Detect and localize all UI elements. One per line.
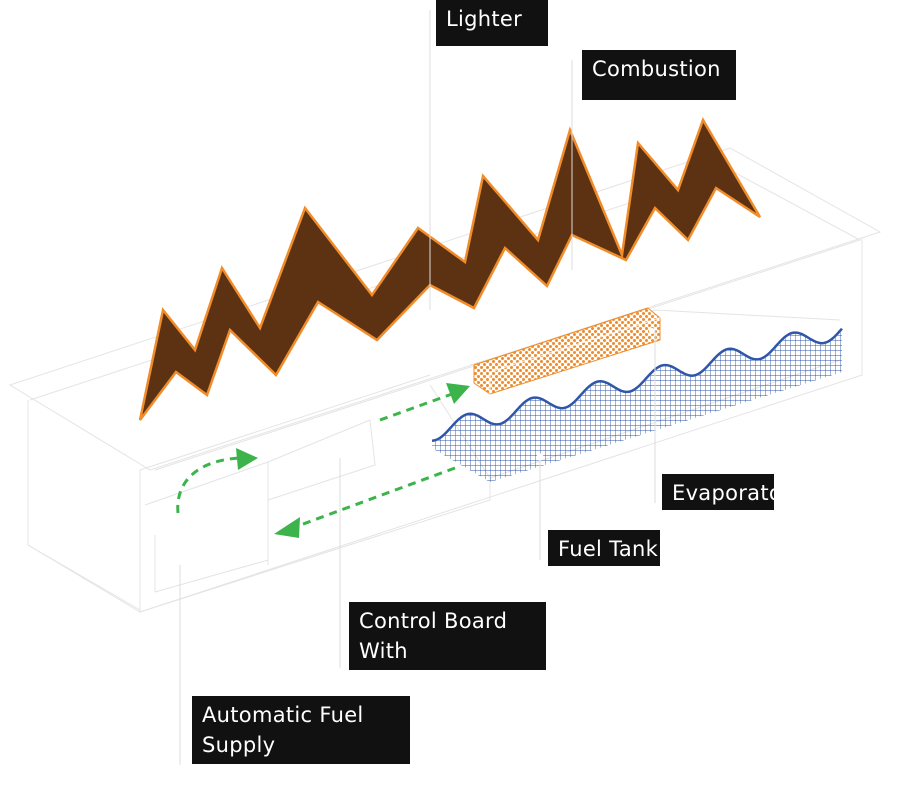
leader-lines <box>179 10 656 765</box>
label-fuel-tank: Fuel Tank <box>548 530 660 566</box>
flow-arrows <box>176 392 456 529</box>
label-evaporator: Evaporator <box>662 474 774 510</box>
label-lighter: Lighter <box>436 0 548 46</box>
label-control-board: Control Board With Microcontroller <box>349 602 546 670</box>
arrowhead-icon <box>446 383 470 404</box>
flame-zigzag-icon <box>138 117 762 421</box>
fuel-liquid <box>431 327 843 482</box>
dashed-arrow-icon <box>294 466 456 529</box>
label-combustion: Combustion <box>582 50 736 100</box>
label-fuel-supply: Automatic Fuel Supply System <box>192 696 410 764</box>
arrowhead-icon <box>274 517 300 538</box>
dashed-arrow-icon <box>379 392 453 422</box>
dashed-arrow-icon <box>176 456 241 514</box>
flow-arrowheads <box>236 383 470 538</box>
arrowhead-icon <box>236 448 258 470</box>
evaporator-bar <box>473 307 661 395</box>
